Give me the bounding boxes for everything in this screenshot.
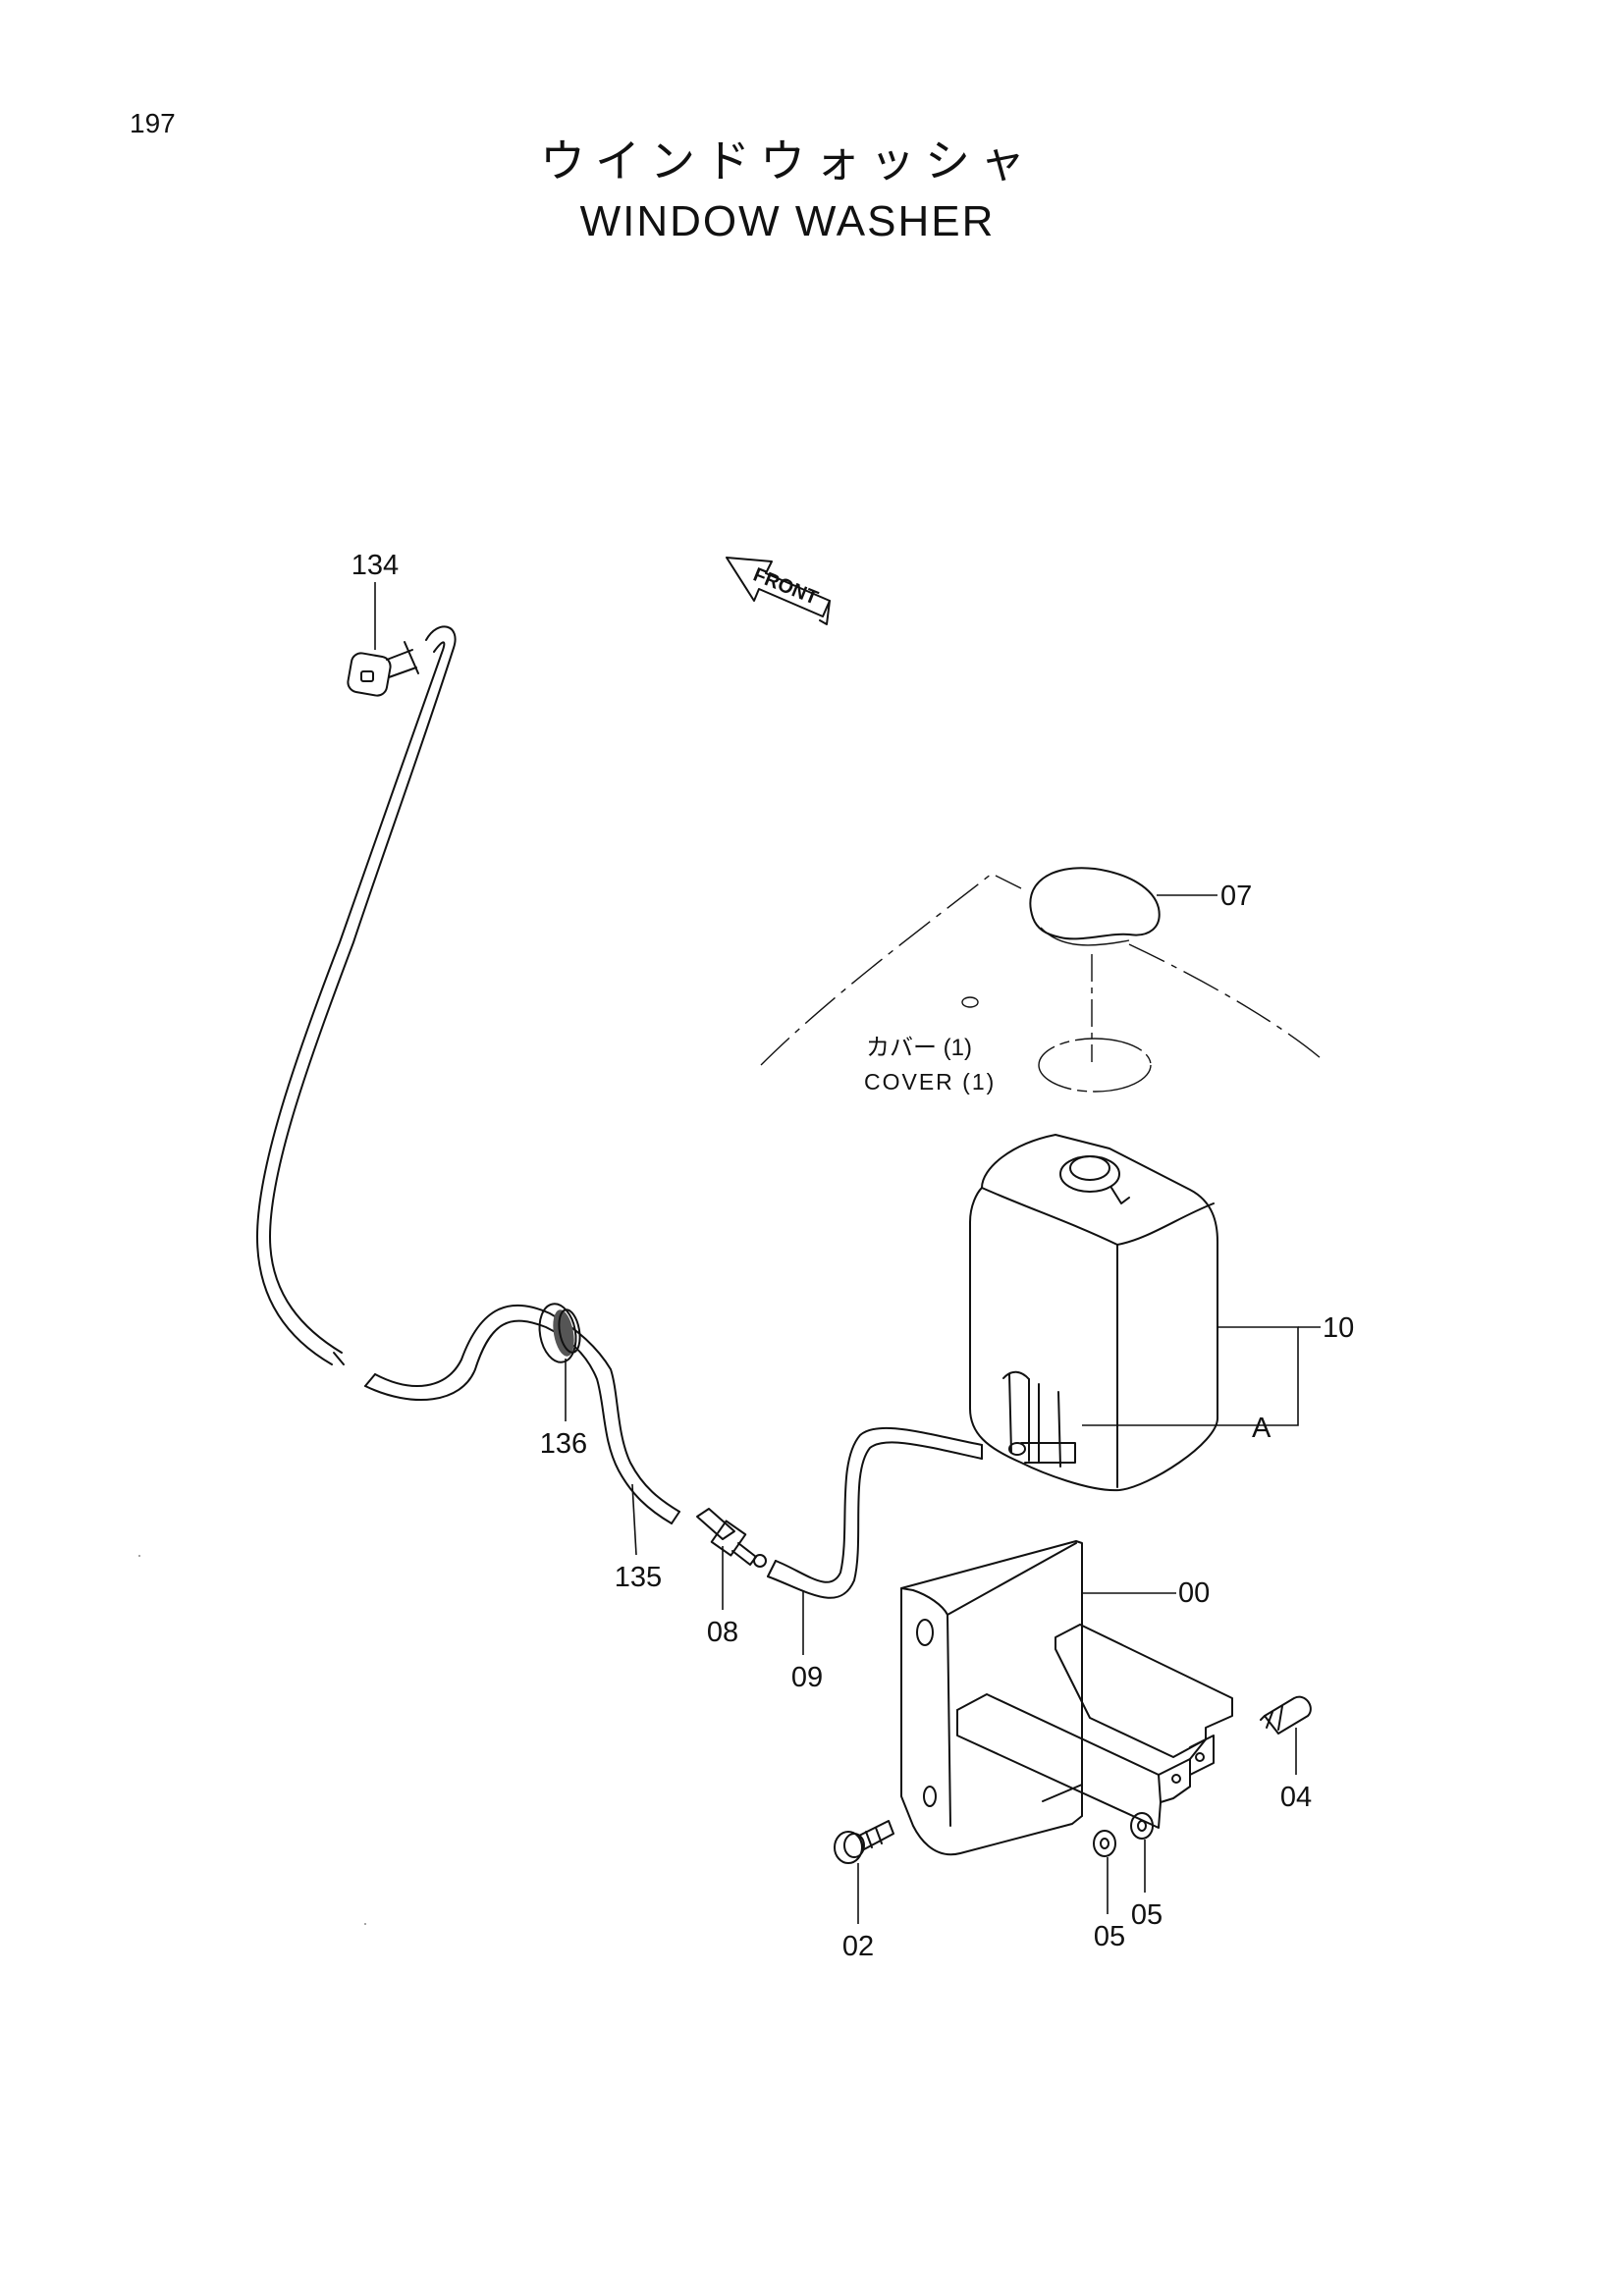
grommet: [538, 1303, 581, 1363]
leader-lines: [374, 582, 1321, 1924]
part-label-134: 134: [352, 550, 399, 581]
scan-speck: [364, 1923, 366, 1925]
front-label: FRONT: [750, 563, 821, 609]
page-number: 197: [130, 108, 176, 138]
washer-tank: [969, 1134, 1218, 1492]
bolt-left: [834, 1820, 894, 1864]
washer-hose-lower: [767, 1426, 983, 1599]
scan-speck: [138, 1555, 140, 1557]
cover-outline: [760, 873, 1322, 1093]
title-japanese: ウインドウォッシャ: [540, 135, 1035, 187]
nut-left: [1093, 1830, 1116, 1857]
part-label-04: 04: [1280, 1782, 1312, 1813]
part-label-09: 09: [791, 1662, 823, 1693]
washer-hose-upper: [256, 625, 457, 1365]
washer-nozzle: [347, 641, 419, 697]
cover-label-english: COVER (1): [864, 1069, 996, 1095]
part-label-07: 07: [1220, 881, 1252, 912]
part-label-135: 135: [615, 1562, 662, 1593]
cover-label-japanese: カバー (1): [866, 1035, 972, 1061]
front-arrow-icon: FRONT: [726, 557, 831, 625]
title-english: WINDOW WASHER: [580, 197, 996, 245]
part-label-00: 00: [1178, 1577, 1210, 1609]
nut-right: [1130, 1812, 1154, 1840]
hose-joint: [696, 1508, 767, 1568]
part-label-08: 08: [707, 1617, 738, 1648]
tank-cap: [1029, 867, 1161, 946]
part-label-10: 10: [1323, 1312, 1354, 1344]
tank-bracket: [900, 1540, 1233, 1856]
bolt-right: [1260, 1695, 1312, 1735]
part-label-A: A: [1252, 1413, 1271, 1444]
part-label-02: 02: [842, 1931, 874, 1962]
part-label-05-right: 05: [1131, 1899, 1163, 1931]
part-label-136: 136: [540, 1428, 587, 1460]
part-label-05-left: 05: [1094, 1921, 1125, 1952]
